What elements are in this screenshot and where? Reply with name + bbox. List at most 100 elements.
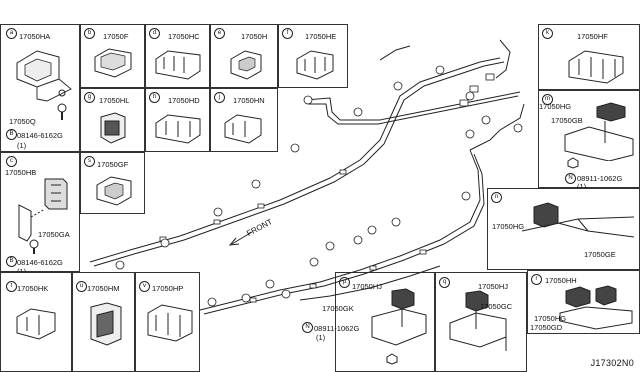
bracket-clip-part: [18, 178, 68, 242]
callout-letter: r: [531, 274, 542, 285]
callout-letter: t: [6, 281, 17, 292]
quantity-label: (1): [316, 333, 326, 342]
panel-g: g 17050HL: [80, 88, 145, 152]
callout-letter: u: [76, 281, 87, 292]
part-number-label: 17050HK: [17, 284, 49, 293]
part-number-label: 17050HJ: [478, 282, 509, 291]
quantity-label: (1): [577, 182, 587, 191]
part-number-label: 17050GA: [38, 230, 70, 239]
front-arrow: [228, 231, 253, 246]
panel-h: h 17050HD: [145, 88, 210, 152]
callout-letter: e: [214, 28, 225, 39]
part-number-label: 17050HJ: [352, 282, 383, 291]
panel-e: e 17050H: [210, 24, 278, 88]
panel-q: q 17050HJ 17050GC: [435, 272, 527, 372]
part-number-label: 17050HG: [492, 222, 525, 231]
quantity-label: (1): [17, 141, 27, 150]
callout-letter: j: [214, 92, 225, 103]
bracket-clip-part: [521, 202, 635, 238]
callout-letter: d: [149, 28, 160, 39]
bolt-part-number: 08146-6162G: [17, 131, 63, 140]
part-number-label: 17050GF: [97, 160, 129, 169]
part-number-label: 17050HH: [545, 276, 577, 285]
panel-u: u 17050HM: [72, 272, 135, 372]
panel-d: d 17050HC: [145, 24, 210, 88]
part-number-label: 17050F: [103, 32, 129, 41]
callout-letter: b: [84, 28, 95, 39]
nut-prefix-icon: N: [302, 322, 313, 333]
callout-letter: s: [84, 156, 95, 167]
bracket-clip-part: [559, 285, 633, 330]
callout-letter: g: [84, 92, 95, 103]
clip-part: [94, 48, 132, 78]
callout-letter: k: [542, 28, 553, 39]
panel-c: c 17050HB 17050GA B 08146-6162G (1): [0, 152, 80, 275]
bracket-clip-part: [16, 50, 72, 102]
callout-letter: v: [139, 281, 150, 292]
part-number-label: 17050GB: [551, 116, 583, 125]
bolt-part: [57, 103, 67, 120]
clip-part: [147, 304, 193, 342]
panel-b: b 17050F: [80, 24, 145, 88]
bolt-part: [29, 239, 39, 254]
callout-letter: a: [6, 28, 17, 39]
part-number-label: 17050HM: [87, 284, 120, 293]
clip-part: [155, 114, 201, 144]
clip-part: [230, 50, 262, 80]
clip-part: [90, 302, 122, 346]
callout-markers: [115, 65, 523, 307]
callout-letter: n: [491, 192, 502, 203]
clip-part: [155, 50, 201, 80]
clip-part: [100, 112, 126, 144]
bolt-part-number: 08146-6162G: [17, 258, 63, 267]
part-number-label: 17050HN: [233, 96, 265, 105]
panel-r: r 17050HH 17050HG 17050GD: [527, 270, 640, 334]
callout-letter: m: [542, 94, 553, 105]
panel-n: n 17050HG 17050GE: [487, 188, 640, 270]
panel-k: k 17050HF: [538, 24, 640, 90]
callout-letter: c: [6, 156, 17, 167]
nut-part: [567, 157, 579, 169]
diagram-id: J17302N0: [590, 358, 634, 368]
bolt-prefix-icon: B: [6, 256, 17, 267]
callout-letter: q: [439, 277, 450, 288]
part-number-label: 17050HP: [152, 284, 184, 293]
panel-j: j 17050HN: [210, 88, 278, 152]
nut-part-number: 08911-1062G: [577, 174, 623, 183]
clip-part: [296, 50, 334, 80]
nut-part: [386, 353, 398, 365]
nut-part-number: 08911-1062G: [314, 324, 360, 333]
part-number-label: 17050HD: [168, 96, 200, 105]
clip-part: [16, 308, 56, 340]
part-number-label: 17050HL: [99, 96, 130, 105]
part-number-label: 17050HC: [168, 32, 200, 41]
callout-letter: h: [149, 92, 160, 103]
panel-t: t 17050HK: [0, 272, 72, 372]
bolt-prefix-icon: B: [6, 129, 17, 140]
nut-prefix-icon: N: [565, 173, 576, 184]
bracket-clip-part: [371, 288, 427, 346]
panel-p: p 17050HJ 17050GK N 08911-1062G (1): [302, 272, 435, 372]
clip-part: [96, 176, 132, 206]
callout-letter: f: [282, 28, 293, 39]
part-number-label: 17050GC: [480, 302, 513, 311]
part-number-label: 17050GE: [584, 250, 616, 259]
panel-m: m 17050HG 17050GB N 08911-1062G (1): [538, 90, 640, 191]
part-number-label: 17050HG: [534, 314, 567, 323]
panel-s: s 17050GF: [80, 152, 145, 214]
part-number-label: 17050HB: [5, 168, 37, 177]
part-number-label: 17050HF: [577, 32, 608, 41]
clip-part: [224, 114, 262, 144]
bracket-clip-part: [449, 290, 507, 351]
callout-letter: p: [339, 277, 350, 288]
clip-part: [568, 50, 624, 84]
panel-f: f 17050HE: [278, 24, 348, 88]
part-number-label: 17050Q: [9, 117, 36, 126]
bracket-clip-part: [564, 102, 634, 161]
part-number-label: 17050GD: [530, 323, 563, 332]
panel-a: a 17050HA 17050Q 08146-6162G B (1): [0, 24, 80, 152]
part-number-label: 17050HA: [19, 32, 51, 41]
part-number-label: 17050H: [241, 32, 268, 41]
quantity-label: (1): [17, 268, 26, 276]
